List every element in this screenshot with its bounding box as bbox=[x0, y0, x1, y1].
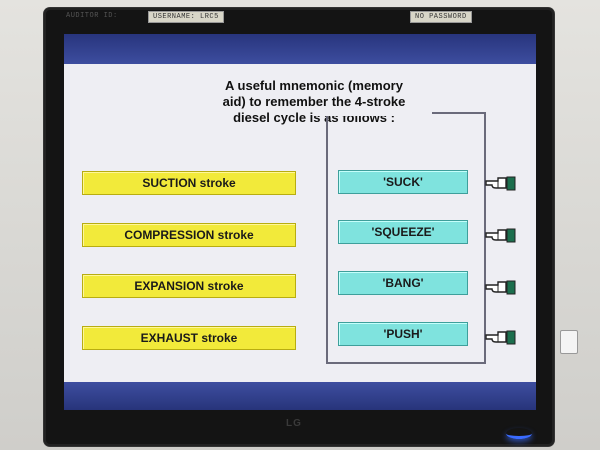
pointing-hand-icon[interactable] bbox=[484, 224, 518, 246]
usb-plug bbox=[560, 330, 578, 354]
suction-stroke-box: SUCTION stroke bbox=[82, 171, 296, 195]
suck-word-box: 'SUCK' bbox=[338, 170, 468, 194]
monitor-screen: A useful mnemonic (memory aid) to rememb… bbox=[64, 34, 536, 410]
pointing-hand-icon[interactable] bbox=[484, 172, 518, 194]
auditor-sticker: AUDITOR ID: bbox=[66, 12, 118, 20]
password-sticker: NO PASSWORD bbox=[410, 11, 472, 23]
pointing-hand-icon[interactable] bbox=[484, 276, 518, 298]
brand-logo: LG bbox=[286, 418, 302, 429]
title-bar bbox=[64, 34, 536, 64]
compression-stroke-box: COMPRESSION stroke bbox=[82, 223, 296, 247]
power-indicator[interactable] bbox=[506, 428, 532, 439]
username-sticker: USERNAME: LRC5 bbox=[148, 11, 224, 23]
exhaust-stroke-box: EXHAUST stroke bbox=[82, 326, 296, 350]
expansion-stroke-box: EXPANSION stroke bbox=[82, 274, 296, 298]
push-word-box: 'PUSH' bbox=[338, 322, 468, 346]
bracket-gap bbox=[314, 108, 432, 116]
pointing-hand-icon[interactable] bbox=[484, 326, 518, 348]
bang-word-box: 'BANG' bbox=[338, 271, 468, 295]
squeeze-word-box: 'SQUEEZE' bbox=[338, 220, 468, 244]
status-bar bbox=[64, 382, 536, 410]
